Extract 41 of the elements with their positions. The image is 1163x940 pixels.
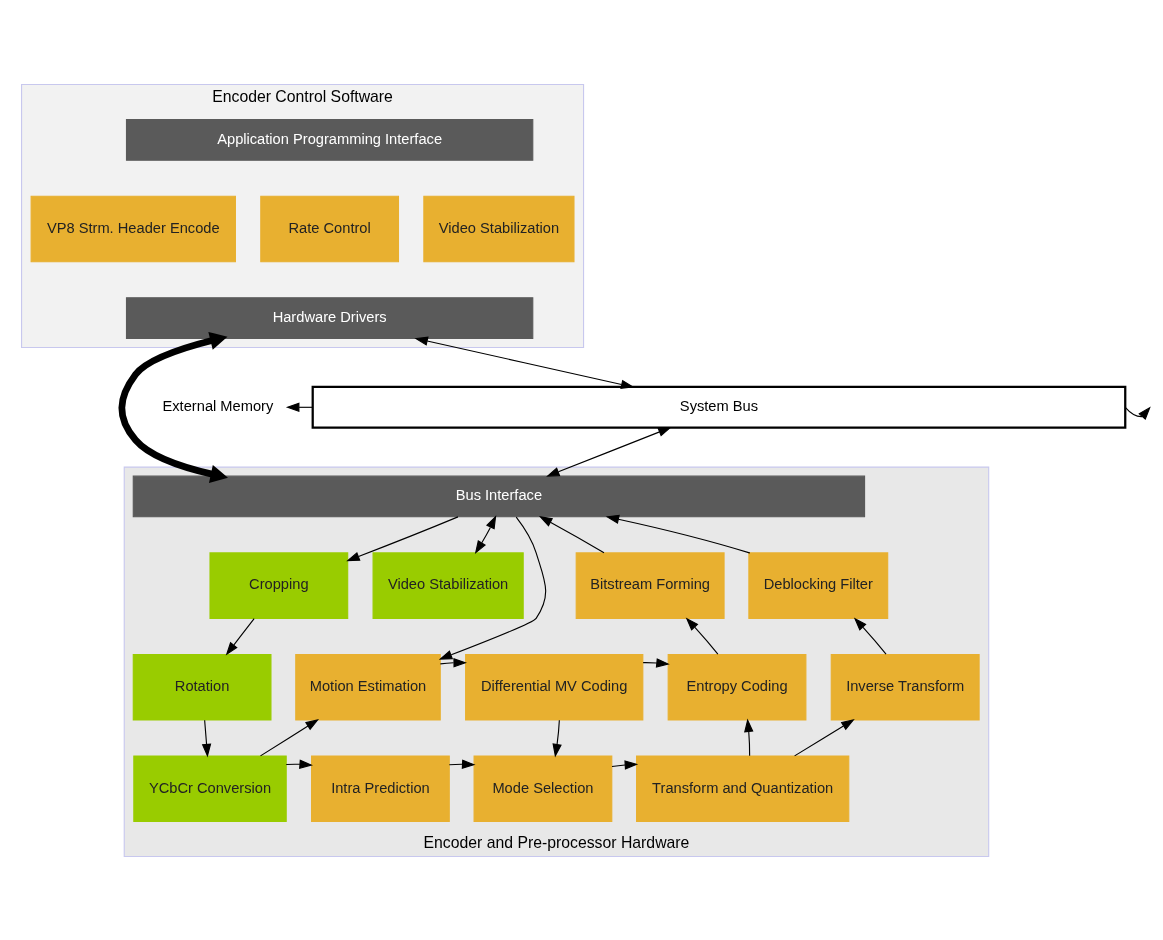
node-box: Differential MV Coding (465, 653, 644, 720)
node-box: System Bus (311, 385, 1127, 429)
node-box: Hardware Drivers (125, 296, 534, 339)
node-box: Bus Interface (132, 475, 866, 517)
node-box: Cropping (209, 551, 349, 619)
arrow (1124, 406, 1151, 420)
arrow (439, 657, 467, 668)
node-box: VP8 Strm. Header Encode (30, 195, 236, 262)
node-box: Application Programming Interface (125, 118, 534, 161)
arrow (853, 616, 887, 655)
arrow (259, 718, 320, 756)
node-box: YCbCr Conversion (133, 754, 287, 822)
node-box: Intra Prediction (311, 754, 450, 822)
arrow (605, 514, 751, 554)
arrow (225, 617, 255, 655)
node-box: Transform and Quantization (636, 754, 850, 822)
node-box: Rate Control (260, 195, 400, 262)
arrow (546, 426, 672, 477)
node-box: Video Stabilization (423, 195, 575, 262)
arrow (414, 336, 635, 389)
arrow (642, 657, 670, 668)
node-box: Mode Selection (473, 754, 613, 822)
node-box: Inverse Transform (830, 653, 980, 720)
arrow (346, 515, 459, 561)
node-box: Motion Estimation (295, 653, 441, 720)
arrow (794, 718, 855, 756)
node-box: Rotation (132, 653, 272, 720)
node-box: Bitstream Forming (575, 551, 725, 619)
node-box: Deblocking Filter (748, 551, 889, 619)
arrow (474, 514, 497, 554)
arrow (118, 331, 228, 483)
node-box: Entropy Coding (667, 653, 807, 720)
node-box: Video Stabilization (372, 551, 524, 619)
arrow (685, 616, 719, 655)
arrow (538, 515, 605, 553)
arrow (201, 719, 212, 757)
arrow (552, 719, 562, 757)
arrow (611, 759, 639, 770)
arrow (438, 516, 547, 660)
arrow (744, 718, 754, 756)
node-text: External Memory (162, 397, 274, 414)
